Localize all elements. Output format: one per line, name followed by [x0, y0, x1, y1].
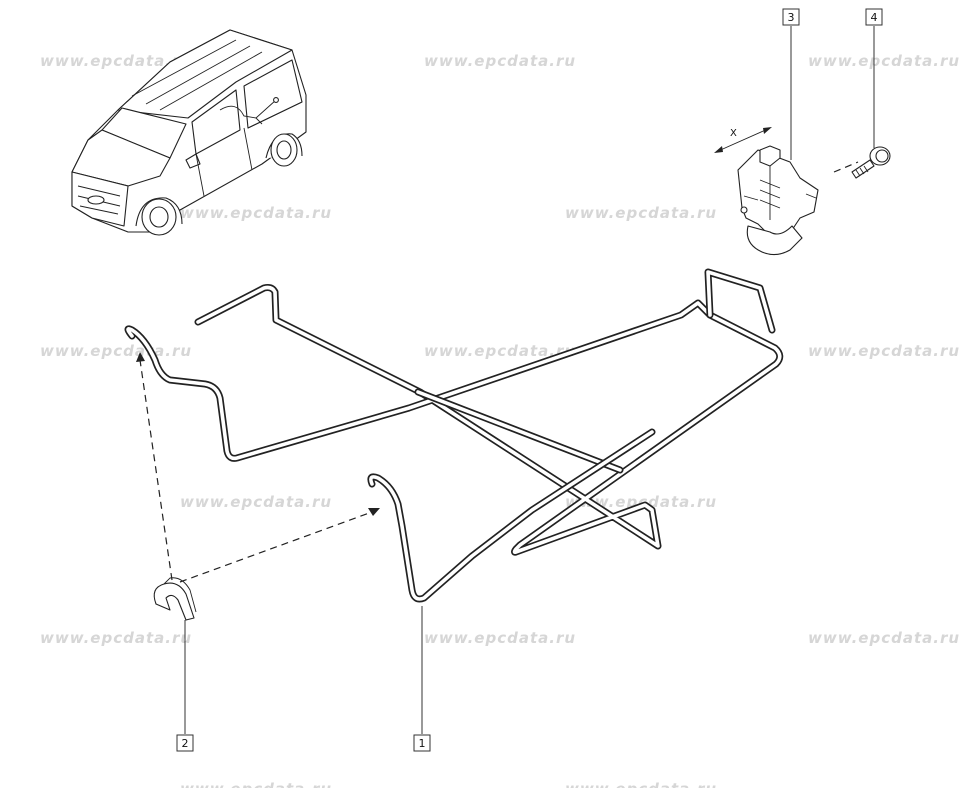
- watermark: www.epcdata.ru: [40, 342, 192, 360]
- watermark: www.epcdata.ru: [808, 52, 960, 70]
- assembly-guide-lines: [136, 161, 859, 583]
- leader-lines: [184, 26, 875, 734]
- screw-icon: [851, 146, 891, 179]
- van-illustration-icon: [71, 29, 307, 236]
- link-rod-assembly: [124, 268, 784, 603]
- watermark: www.epcdata.ru: [40, 52, 192, 70]
- watermark: www.epcdata.ru: [808, 629, 960, 647]
- watermark: www.epcdata.ru: [565, 780, 717, 788]
- watermark-layer: www.epcdata.ru www.epcdata.ru www.epcdat…: [40, 52, 960, 788]
- clip-part-icon: [153, 577, 197, 621]
- watermark: www.epcdata.ru: [424, 52, 576, 70]
- callout-2: 2: [176, 734, 194, 752]
- callout-2-label: 2: [182, 737, 189, 750]
- watermark: www.epcdata.ru: [40, 629, 192, 647]
- watermark: www.epcdata.ru: [180, 204, 332, 222]
- motor-bracket-icon: X: [714, 127, 819, 256]
- dimension-label: X: [730, 128, 737, 139]
- callout-4-label: 4: [871, 11, 878, 24]
- callout-1: 1: [413, 734, 431, 752]
- watermark: www.epcdata.ru: [424, 629, 576, 647]
- watermark: www.epcdata.ru: [180, 780, 332, 788]
- callout-3: 3: [782, 8, 800, 26]
- watermark: www.epcdata.ru: [424, 342, 576, 360]
- callout-3-label: 3: [788, 11, 795, 24]
- watermark: www.epcdata.ru: [180, 493, 332, 511]
- watermark: www.epcdata.ru: [565, 204, 717, 222]
- callout-1-label: 1: [419, 737, 426, 750]
- callout-4: 4: [865, 8, 883, 26]
- watermark: www.epcdata.ru: [808, 342, 960, 360]
